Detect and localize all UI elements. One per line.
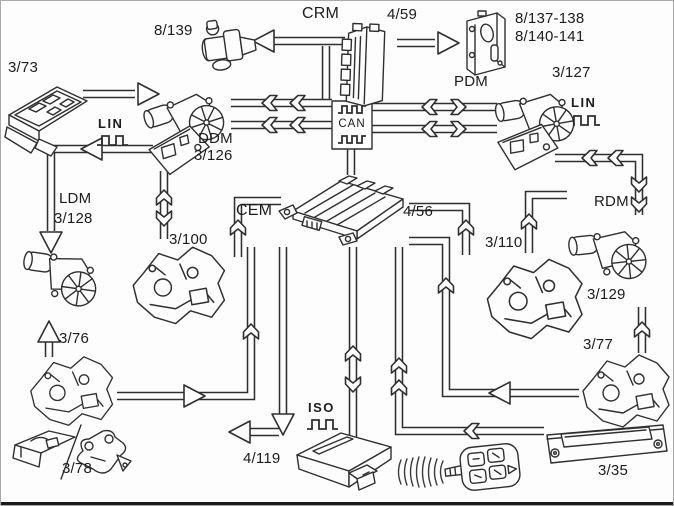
remote-key-icon <box>444 443 521 491</box>
door-lock-icon-3-77 <box>582 354 670 428</box>
window-switch-panel-icon <box>4 86 88 157</box>
label-cem-id: 4/56 <box>403 203 433 220</box>
label-crm-id: 4/59 <box>387 6 417 23</box>
lin-wave-symbol-right <box>569 115 600 126</box>
door-lock-icon-3-100 <box>132 246 226 325</box>
label-iso: ISO <box>308 400 335 415</box>
label-crm: CRM <box>302 5 340 22</box>
can-bus-symbol <box>331 100 373 150</box>
label-rdm-id: 3/129 <box>587 286 626 303</box>
rdm-window-motor-icon <box>567 228 649 286</box>
bus-tubes <box>44 36 647 447</box>
label-3-100: 3/100 <box>169 231 208 248</box>
label-can: CAN <box>338 118 366 130</box>
window-bottom-edge <box>1 502 673 505</box>
label-ddm: DDM <box>198 130 233 147</box>
lock-motor-module-icon <box>466 10 506 76</box>
label-3-78: 3/78 <box>62 460 92 477</box>
cem-module-icon <box>278 175 404 246</box>
radio-waves-icon <box>397 456 444 488</box>
label-8-140-141: 8/140-141 <box>515 28 585 45</box>
label-8-139: 8/139 <box>154 22 193 39</box>
door-lock-icon-3-76 <box>30 356 114 426</box>
iso-wave-symbol <box>307 419 338 430</box>
deadlock-motor-icon <box>201 19 257 71</box>
label-ldm-id: 3/128 <box>54 210 93 227</box>
remote-receiver-icon <box>296 432 392 491</box>
label-pdm: PDM <box>454 73 488 90</box>
label-cem: CEM <box>236 202 273 219</box>
label-rdm: RDM <box>594 193 629 210</box>
label-3-77: 3/77 <box>583 336 613 353</box>
label-ddm-id: 3/126 <box>194 147 233 164</box>
label-3-76: 3/76 <box>59 330 89 347</box>
label-3-110: 3/110 <box>485 234 523 251</box>
label-3-35: 3/35 <box>598 462 628 479</box>
lin-wave-symbol-left <box>97 135 128 146</box>
label-3-73: 3/73 <box>8 59 38 76</box>
door-lock-icon-3-110 <box>486 258 583 340</box>
crm-module-icon <box>339 22 386 107</box>
striker-parts-icon <box>12 424 132 480</box>
label-ldm: LDM <box>59 190 92 207</box>
label-4-119: 4/119 <box>243 450 281 467</box>
label-lin-right: LIN <box>571 95 597 110</box>
ldm-window-motor-icon <box>18 249 101 309</box>
label-8-137-138: 8/137-138 <box>515 10 585 27</box>
label-lin-left: LIN <box>98 116 124 131</box>
label-3-127: 3/127 <box>552 64 591 81</box>
tailgate-handle-icon <box>546 424 668 464</box>
